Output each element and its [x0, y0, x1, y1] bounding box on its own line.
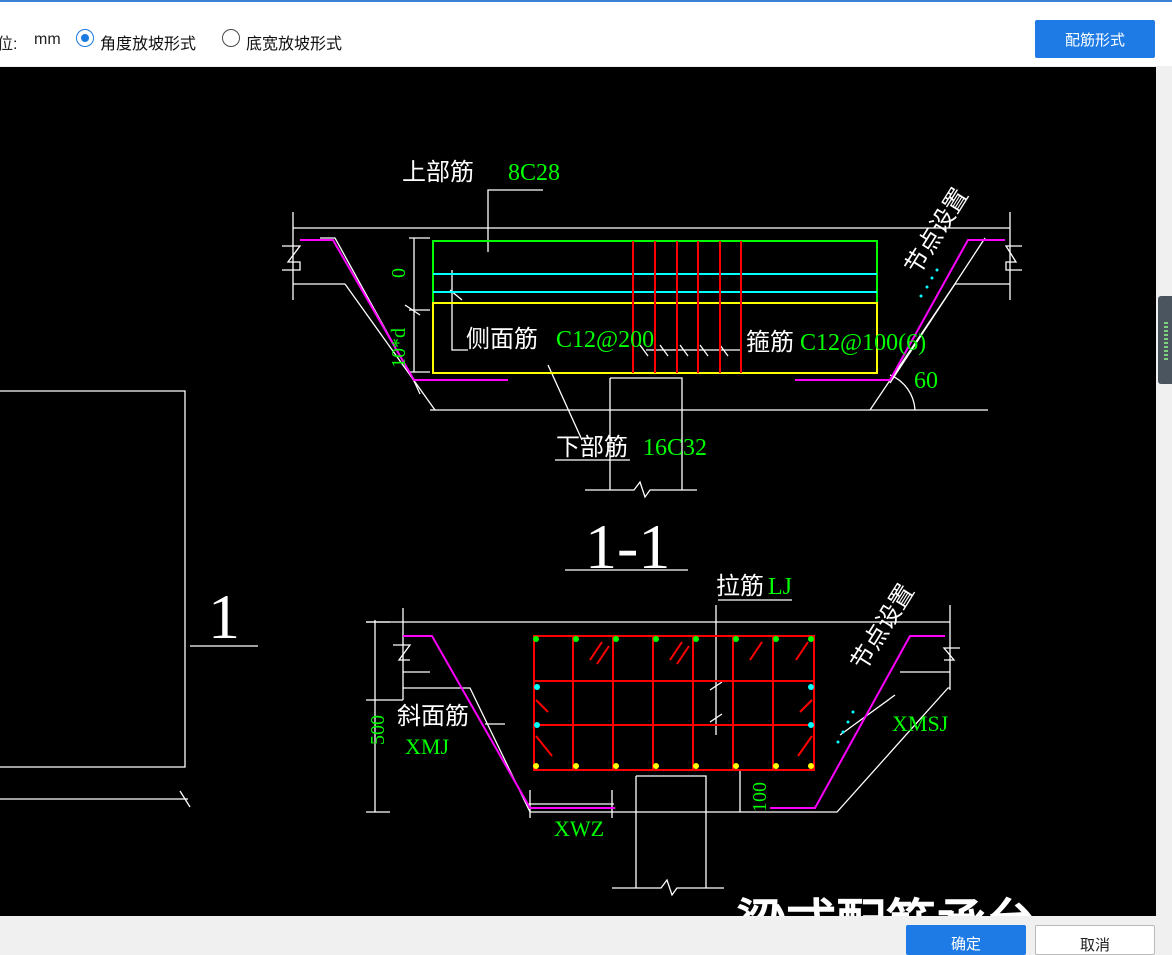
lower-rebar [403, 635, 945, 809]
ok-button[interactable]: 确定 [906, 925, 1026, 955]
side-rebar-label: 侧面筋 [466, 326, 538, 353]
angle-value: 60 [914, 368, 938, 394]
dim-100: 100 [749, 782, 771, 812]
scroll-grip-icon [1164, 322, 1168, 362]
section-title: 1-1 [585, 511, 670, 582]
window-top-border [0, 0, 1172, 2]
stirrup-label: 箍筋 [746, 329, 794, 356]
xwz-value: XWZ [554, 816, 604, 841]
upper-section-lines [282, 189, 1022, 571]
radio-angle-slope-label[interactable]: 角度放坡形式 [100, 36, 197, 53]
lower-rebar-dots [533, 636, 855, 769]
right-scroll-strip [1156, 67, 1172, 916]
upper-dots [919, 268, 939, 298]
radio-angle-slope[interactable] [76, 29, 94, 47]
dim-10d: 10*d [388, 328, 410, 368]
section-mark: 1 [208, 581, 240, 652]
radio-width-slope[interactable] [222, 29, 240, 47]
lower-section-lines [366, 599, 960, 897]
slope-rebar-value: XMJ [405, 734, 449, 759]
cad-drawing: 1 [0, 159, 1036, 916]
dim-zero: 0 [388, 268, 410, 278]
bottom-rebar-value: 16C32 [643, 435, 707, 461]
stirrup-value: C12@100(6) [800, 330, 926, 356]
unit-value: mm [34, 31, 61, 48]
radio-width-slope-label[interactable]: 底宽放坡形式 [246, 36, 343, 53]
tie-label: 拉筋 [716, 573, 764, 600]
xmsj-value: XMSJ [892, 711, 949, 736]
plan-view [0, 390, 258, 808]
bottom-caption: 梁式配筋承台 [736, 895, 1036, 916]
rebar-form-button[interactable]: 配筋形式 [1035, 20, 1155, 58]
top-rebar-value: 8C28 [508, 160, 560, 186]
unit-label: 位: [0, 36, 18, 53]
cancel-button[interactable]: 取消 [1035, 925, 1155, 955]
tie-value: LJ [768, 574, 792, 600]
dialog-footer: 确定 取消 [0, 916, 1172, 955]
bottom-rebar-label: 下部筋 [556, 434, 628, 461]
top-rebar-label: 上部筋 [402, 159, 474, 186]
node-setting-label: 节点设置 [900, 183, 974, 279]
slope-rebar-label: 斜面筋 [397, 703, 469, 730]
toolbar: 位: mm 角度放坡形式 底宽放坡形式 配筋形式 [0, 2, 1172, 66]
dim-500: 500 [367, 715, 389, 745]
cad-drawing-canvas[interactable]: 1 [0, 67, 1156, 916]
upper-rebar [300, 239, 1005, 381]
node-setting-label-2: 节点设置 [846, 579, 920, 675]
side-rebar-value: C12@200 [556, 327, 654, 353]
